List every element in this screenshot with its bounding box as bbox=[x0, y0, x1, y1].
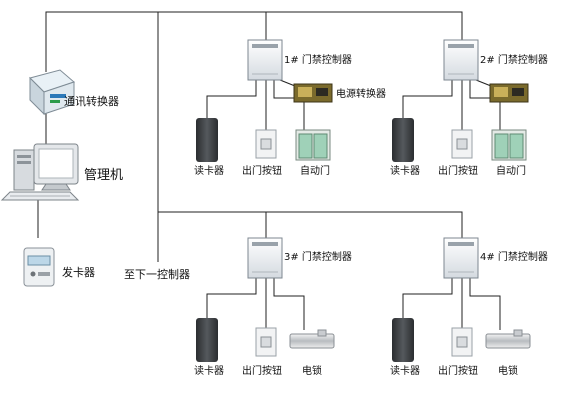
power-converter-label: 电源转换器 bbox=[336, 89, 386, 100]
electric-lock-4-label: 电锁 bbox=[498, 366, 518, 377]
electric-lock-3-label: 电锁 bbox=[302, 366, 322, 377]
electric-lock-4-icon bbox=[485, 329, 531, 349]
card-reader-4-icon bbox=[392, 318, 414, 362]
comm-converter-label: 通讯转换器 bbox=[64, 95, 119, 108]
controller-1-label: 1# 门禁控制器 bbox=[284, 55, 352, 66]
card-reader-1-label: 读卡器 bbox=[194, 166, 224, 177]
card-reader-2-label: 读卡器 bbox=[390, 166, 420, 177]
power-converter-2-icon bbox=[489, 83, 529, 103]
exit-button-2-icon bbox=[451, 129, 473, 159]
automatic-door-2-label: 自动门 bbox=[496, 166, 526, 177]
automatic-door-2-icon bbox=[491, 129, 527, 161]
card-reader-2-icon bbox=[392, 118, 414, 162]
electric-lock-3-icon bbox=[289, 329, 335, 349]
management-pc-label: 管理机 bbox=[84, 168, 124, 183]
to-next-controller-label: 至下一控制器 bbox=[124, 268, 190, 281]
comm-converter-icon bbox=[29, 69, 75, 116]
controller-3-icon bbox=[247, 237, 283, 279]
exit-button-4-icon bbox=[451, 327, 473, 357]
exit-button-4-label: 出门按钮 bbox=[438, 366, 478, 377]
management-pc-icon bbox=[0, 143, 80, 201]
power-converter-1-icon bbox=[293, 83, 333, 103]
exit-button-3-icon bbox=[255, 327, 277, 357]
card-reader-3-label: 读卡器 bbox=[194, 366, 224, 377]
card-reader-3-icon bbox=[196, 318, 218, 362]
controller-4-icon bbox=[443, 237, 479, 279]
controller-4-label: 4# 门禁控制器 bbox=[480, 252, 548, 263]
exit-button-1-icon bbox=[255, 129, 277, 159]
card-issuer-icon bbox=[23, 247, 55, 287]
exit-button-2-label: 出门按钮 bbox=[438, 166, 478, 177]
card-reader-4-label: 读卡器 bbox=[390, 366, 420, 377]
controller-2-label: 2# 门禁控制器 bbox=[480, 55, 548, 66]
exit-button-3-label: 出门按钮 bbox=[242, 366, 282, 377]
automatic-door-1-label: 自动门 bbox=[300, 166, 330, 177]
exit-button-1-label: 出门按钮 bbox=[242, 166, 282, 177]
controller-3-label: 3# 门禁控制器 bbox=[284, 252, 352, 263]
controller-1-icon bbox=[247, 39, 283, 81]
card-issuer-label: 发卡器 bbox=[62, 266, 95, 279]
wiring bbox=[37, 11, 501, 330]
controller-2-icon bbox=[443, 39, 479, 81]
card-reader-1-icon bbox=[196, 118, 218, 162]
automatic-door-1-icon bbox=[295, 129, 331, 161]
